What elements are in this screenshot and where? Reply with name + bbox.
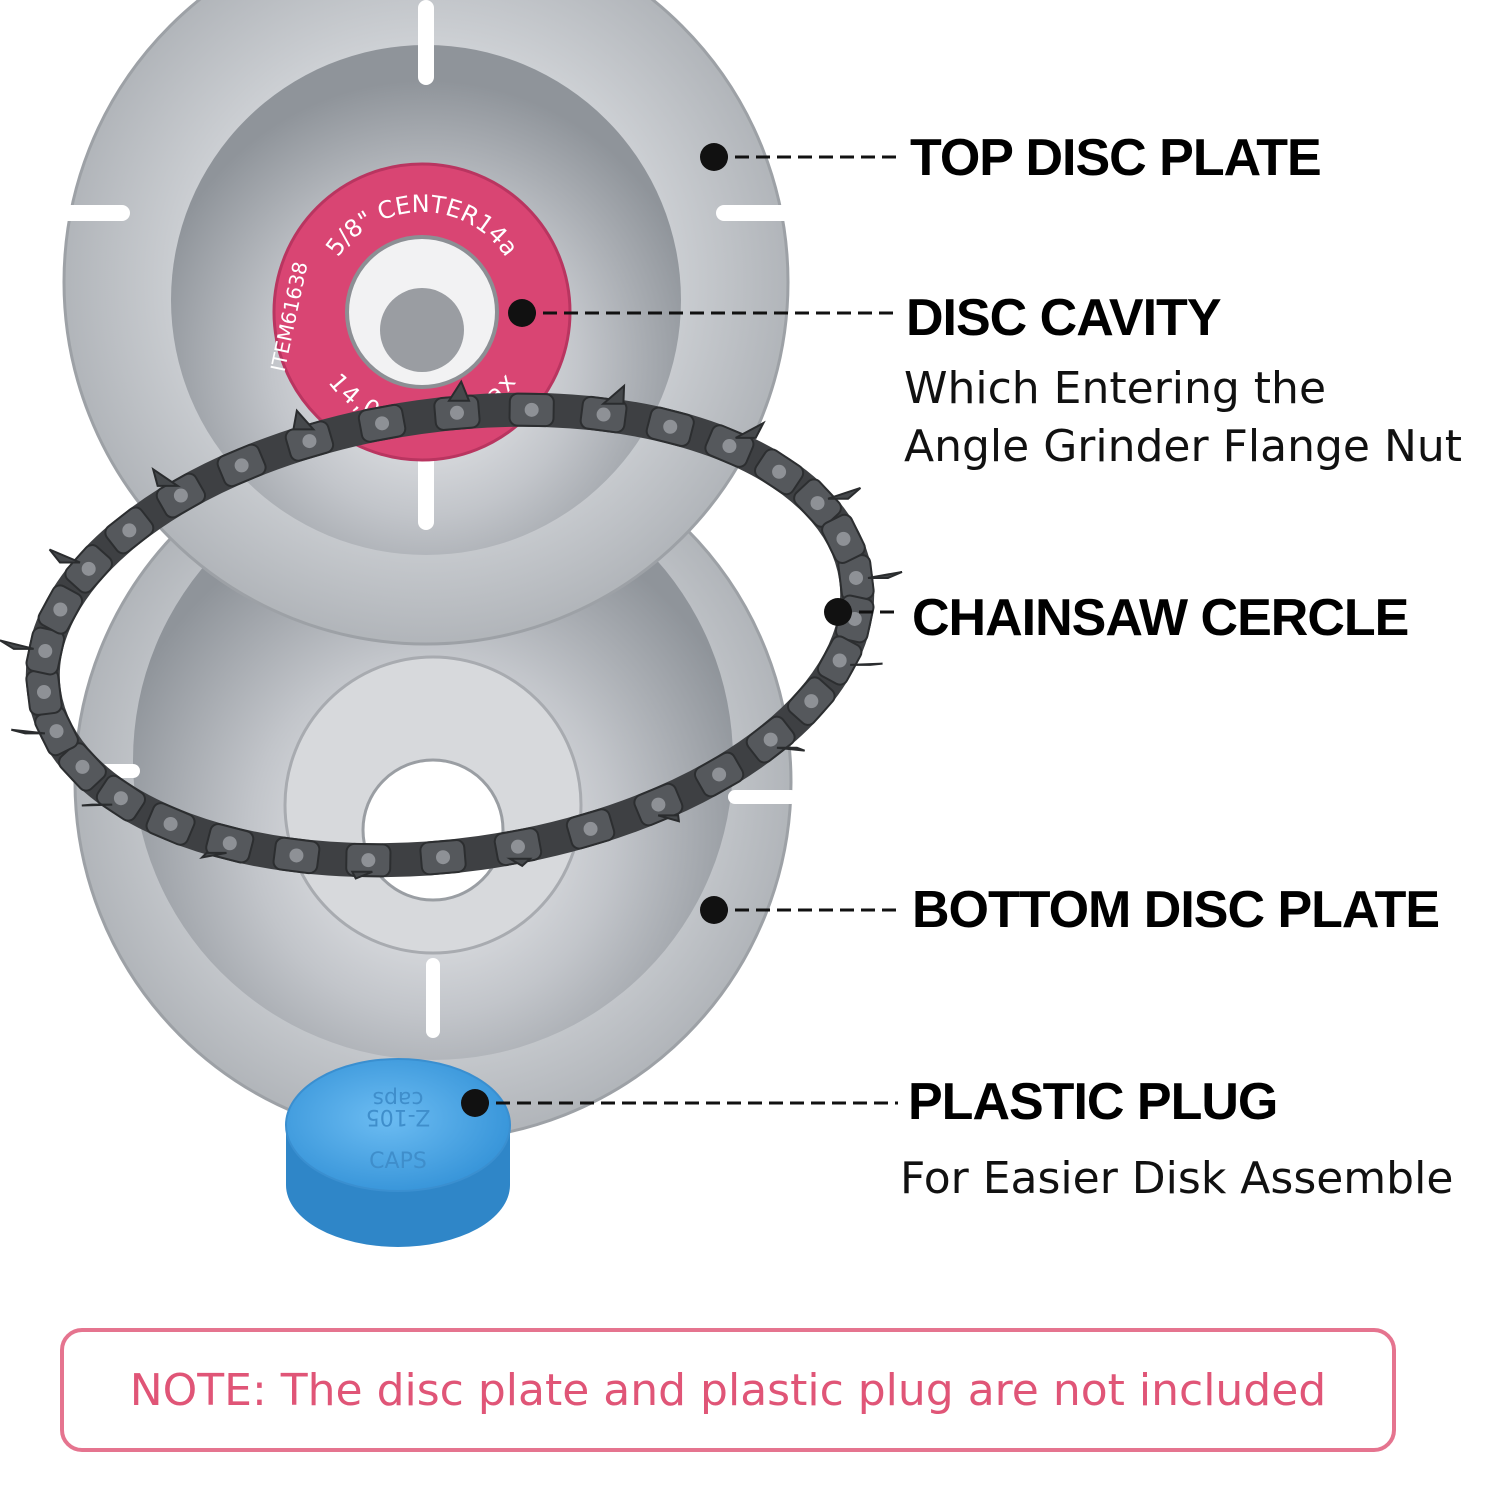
chain-rivet [524, 402, 539, 417]
chainsaw-circle-label: CHAINSAW CERCLE [912, 589, 1409, 647]
chainsaw-circle [0, 379, 903, 880]
chain-rivet [663, 419, 678, 434]
chain-rivet [804, 694, 819, 709]
leader-chainsaw [824, 598, 896, 626]
chain-rivet [583, 821, 598, 836]
chain-tooth [735, 420, 766, 439]
bottom-disc-plate [70, 422, 798, 1142]
chain-tooth [292, 408, 316, 431]
chain-tooth [867, 570, 903, 579]
note-box: NOTE: The disc plate and plastic plug ar… [60, 1328, 1396, 1452]
chain-rivet [712, 767, 727, 782]
chain-rivet [836, 531, 851, 546]
chain-tooth [199, 851, 227, 859]
leader-top-disc [700, 143, 898, 171]
leader-plastic-plug [461, 1089, 898, 1117]
leader-bottom-disc [700, 896, 898, 924]
plastic-plug-label: PLASTIC PLUG [908, 1073, 1278, 1131]
chain-rivet [596, 407, 611, 422]
plug-label-lower: CAPS [369, 1149, 427, 1174]
chain-rivet [173, 488, 188, 503]
chain-rivet [53, 602, 68, 617]
chain-rivet [49, 724, 64, 739]
chain-rivet [722, 439, 737, 454]
chain-rivet [113, 791, 128, 806]
chain-rivet [436, 850, 451, 865]
chain-tooth [657, 814, 681, 823]
disc-cavity-label: DISC CAVITY [906, 289, 1222, 347]
chain-rivet [234, 458, 249, 473]
chain-rivet [302, 434, 317, 449]
chain-rivet [38, 644, 53, 659]
chain-tooth [11, 728, 46, 735]
chain-rivet [849, 570, 864, 585]
chain-rivet [832, 653, 847, 668]
chain-tooth [81, 803, 113, 807]
chain-rivet [36, 685, 51, 700]
chain-rivet [772, 464, 787, 479]
chain-rivet [81, 561, 96, 576]
chain-rivet [163, 816, 178, 831]
chain-tooth [151, 467, 181, 487]
note-text: NOTE: The disc plate and plastic plug ar… [129, 1364, 1327, 1416]
chain-rivet [763, 732, 778, 747]
chain-tooth [447, 379, 471, 402]
chain-tooth [850, 662, 883, 666]
chain-rivet [810, 496, 825, 511]
plastic-plug-desc: For Easier Disk Assemble [900, 1153, 1454, 1204]
disc-cavity-desc-line1: Which Entering the [904, 363, 1327, 414]
pointer-dot [700, 896, 728, 924]
chain-rivet [375, 416, 390, 431]
chain-rivet [361, 853, 376, 868]
chain-tooth [600, 383, 626, 405]
chain-rivet [510, 839, 525, 854]
pointer-dot [461, 1089, 489, 1117]
chain-tooth [776, 746, 806, 752]
chain-rivet [289, 848, 304, 863]
chain-tooth [506, 857, 533, 868]
plastic-plug: caps Z-105 CAPS [285, 1058, 511, 1247]
chain-tooth [350, 870, 373, 880]
chain-rivet [449, 405, 464, 420]
chain-rivet [222, 836, 237, 851]
chain-tooth [48, 548, 81, 564]
chain-tooth [827, 487, 862, 500]
plug-label-middle: Z-105 [366, 1104, 431, 1129]
bottom-disc-plate-label: BOTTOM DISC PLATE [912, 881, 1440, 939]
pointer-dot [824, 598, 852, 626]
top-disc-plate-label: TOP DISC PLATE [910, 129, 1322, 187]
pointer-dot [508, 299, 536, 327]
leader-disc-cavity [508, 299, 896, 327]
disc-cavity-desc-line2: Angle Grinder Flange Nut [904, 421, 1462, 472]
pointer-dot [700, 143, 728, 171]
chain-tooth [0, 639, 34, 650]
chain-rivet [75, 759, 90, 774]
chain-rivet [651, 797, 666, 812]
plug-label-upper: caps [372, 1086, 423, 1111]
chain-rivet [122, 523, 137, 538]
